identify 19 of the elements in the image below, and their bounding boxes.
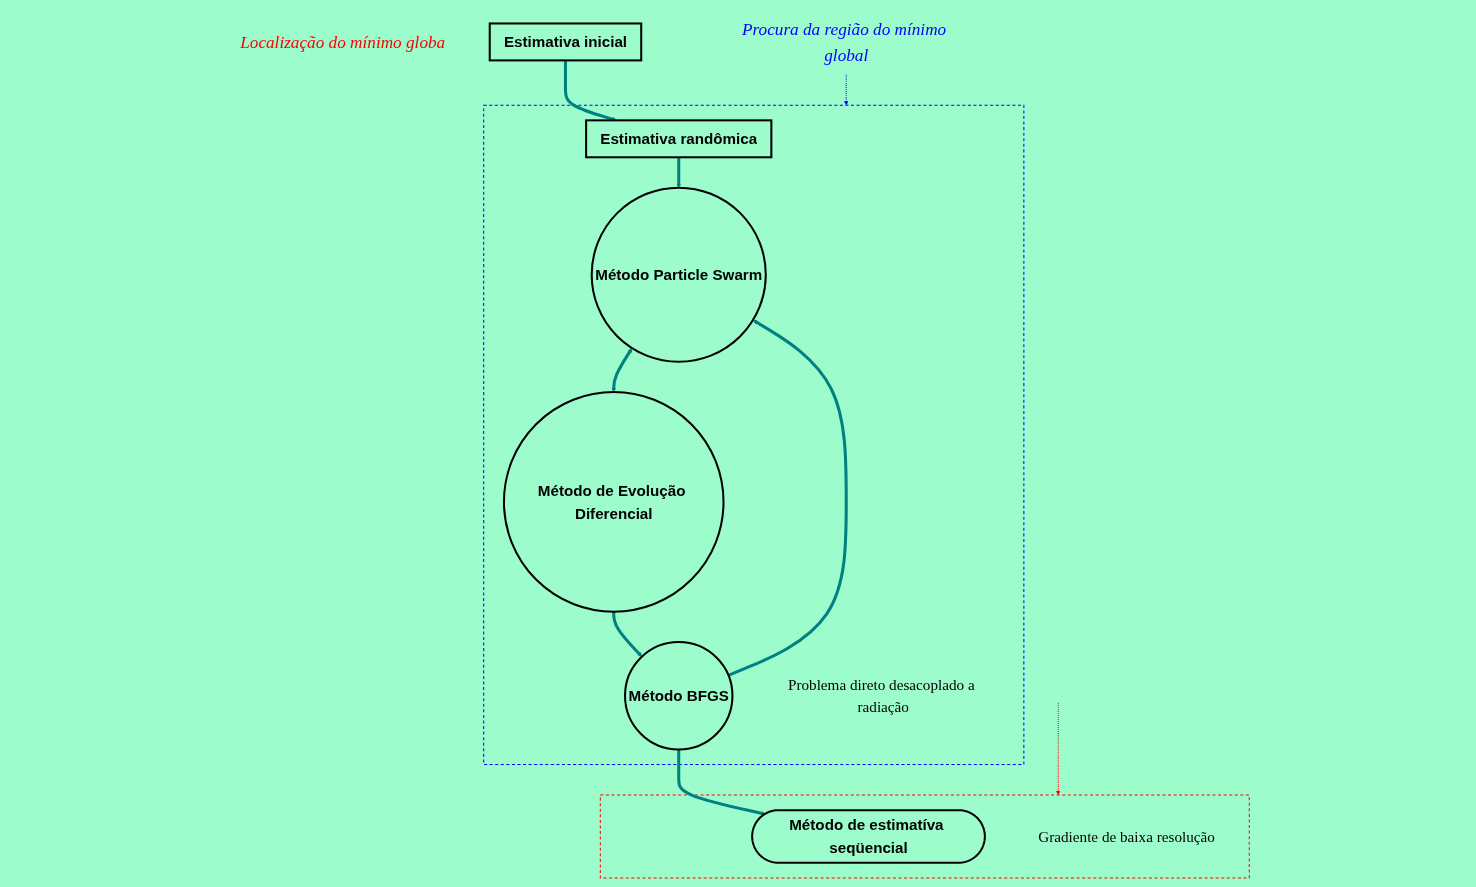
dashed-group-box [600,794,1251,879]
caption-text: Procura da região do mínimo global [742,19,947,65]
method-ellipse: Método Particle Swarm [591,186,768,363]
arrow [1056,702,1061,796]
dashed-group-box [483,104,1025,766]
caption-text: Problema direto desacoplado a radiação [788,676,975,716]
arrow [677,749,766,816]
arrow [612,611,643,657]
method-ellipse: Método de Evolução Diferencial [503,391,725,613]
process-box: Estimativa inicial [489,22,643,62]
caption-text: Gradiente de baixa resolução [1038,828,1216,845]
method-ellipse: Método BFGS [624,641,734,751]
arrow [676,157,682,188]
process-box: Estimativa randômica [585,119,773,159]
arrow [611,348,633,393]
arrow [844,74,849,106]
caption-text: Localização do mínimo globa [240,32,446,52]
arrow [728,319,849,677]
process-box: Método de estimatíva seqüencial [751,809,987,864]
